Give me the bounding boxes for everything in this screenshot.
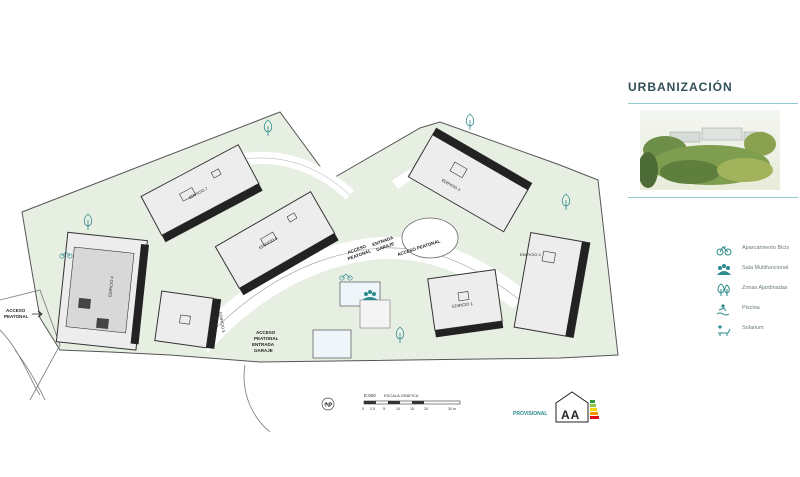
svg-text:15: 15 <box>410 407 414 411</box>
pool-icon <box>716 304 730 316</box>
legend-label: Sala Multifuncional <box>742 265 789 271</box>
building-3 <box>407 127 533 233</box>
svg-text:30 m: 30 m <box>448 407 456 411</box>
label-building-2: EDIFICIO 2 <box>520 252 541 257</box>
legend-item: Zonas Ajardinadas <box>716 283 800 303</box>
legend-item: Solarium <box>716 323 800 343</box>
building-4 <box>55 231 149 351</box>
title-divider <box>628 103 798 104</box>
sunbed-icon <box>718 325 731 336</box>
label-building-4: EDIFICIO 4 <box>107 275 114 297</box>
tree-icon <box>717 283 730 296</box>
legend-item: Piscina <box>716 303 800 323</box>
provisional-label: PROVISIONAL <box>513 411 547 417</box>
access-bottom-pedestrian: ACCESO PEATONAL <box>254 330 279 341</box>
bicycle-icon <box>716 246 732 256</box>
site-plan: EDIFICIO 7 EDIFICIO 6 EDIFICIO 5 EDIFICI… <box>0 111 619 433</box>
svg-text:10: 10 <box>396 407 400 411</box>
render-divider <box>628 197 798 198</box>
legend-label: Piscina <box>742 305 760 311</box>
tree-icon <box>465 113 475 131</box>
svg-text:PEATONAL: PEATONAL <box>4 314 29 319</box>
svg-text:2.5: 2.5 <box>370 407 375 411</box>
pool-1 <box>312 329 352 359</box>
svg-text:PEATONAL: PEATONAL <box>254 336 279 341</box>
legend-label: Solarium <box>742 325 764 331</box>
svg-text:ENTRADA: ENTRADA <box>252 342 275 347</box>
scale-bar: E:500 ESCALA GRÁFICA 0 2.5 5 10 15 20 30… <box>362 393 461 411</box>
svg-text:GARAJE: GARAJE <box>376 241 395 252</box>
building-7 <box>140 144 263 243</box>
energy-label-badge: AA <box>555 391 599 423</box>
svg-text:ACCESO: ACCESO <box>347 244 367 255</box>
legend: Aparcamiento Bicis Sala Multifuncional Z… <box>716 243 800 343</box>
legend-item: Aparcamiento Bicis <box>716 243 800 263</box>
legend-label: Zonas Ajardinadas <box>742 285 788 291</box>
legend-item: Sala Multifuncional <box>716 263 800 283</box>
legend-label: Aparcamiento Bicis <box>742 245 790 251</box>
access-bottom-garage: ENTRADA GARAJE <box>252 342 275 353</box>
label-building-5: EDIFICIO 5 <box>218 312 227 334</box>
access-left-pedestrian: ACCESO PEATONAL <box>4 308 43 319</box>
left-road <box>0 289 61 401</box>
building-6 <box>214 191 339 296</box>
svg-text:20: 20 <box>424 407 428 411</box>
compass: N <box>321 397 335 411</box>
building-5 <box>154 290 222 349</box>
svg-text:5: 5 <box>383 407 385 411</box>
building-1 <box>427 268 504 338</box>
label-building-1: EDIFICIO 1 <box>452 301 474 309</box>
svg-text:ACCESO: ACCESO <box>6 308 26 313</box>
svg-text:GARAJE: GARAJE <box>254 348 273 353</box>
svg-text:ACCESO: ACCESO <box>256 330 276 335</box>
people-icon <box>717 264 731 275</box>
page-title: URBANIZACIÓN <box>628 80 733 94</box>
building-2 <box>513 231 591 339</box>
scale-caption: ESCALA GRÁFICA <box>384 393 419 398</box>
people-icon <box>362 290 378 300</box>
bicycle-icon <box>59 251 353 281</box>
scale-ratio: E:500 <box>364 393 376 398</box>
svg-text:AA: AA <box>561 408 580 422</box>
central-plaza <box>401 217 459 259</box>
svg-text:N: N <box>325 402 330 409</box>
svg-text:0: 0 <box>362 407 364 411</box>
development-render-image <box>640 110 780 190</box>
